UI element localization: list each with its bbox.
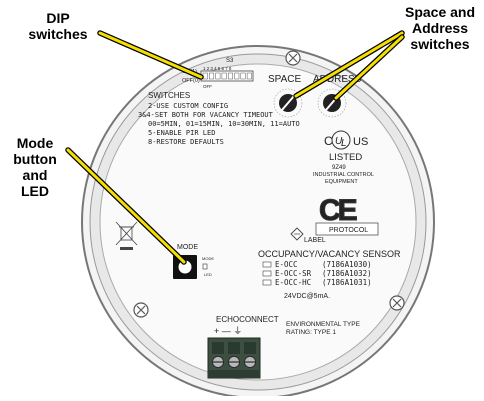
- dip-numbers: 12345678: [203, 66, 233, 71]
- protocol-box: [290, 222, 379, 241]
- ul-listed-mark: U L: [331, 130, 351, 150]
- listed-text: LISTED: [329, 152, 362, 163]
- mode-led: [202, 263, 208, 270]
- config-line: 00=5MIN, 01=15MIN, 10=30MIN, 11=AUTO: [148, 120, 300, 128]
- equipment-text: EQUIPMENT: [325, 179, 358, 185]
- label-text: LABEL: [304, 237, 326, 244]
- echoconnect-label: ECHOCONNECT: [216, 315, 279, 324]
- config-line: 3&4-SET BOTH FOR VACANCY TIMEOUT: [138, 111, 274, 119]
- config-line: 5-ENABLE PIR LED: [148, 129, 215, 137]
- model-checkbox: [262, 270, 272, 277]
- model-part: (7186A1032): [322, 269, 372, 278]
- sensor-title: OCCUPANCY/VACANCY SENSOR: [258, 249, 401, 259]
- callout-line: Mode: [16, 135, 54, 151]
- ce-mark: CE: [319, 194, 357, 227]
- led-small-label: LED: [204, 272, 212, 277]
- callout-space-address: Space and Address switches: [398, 4, 482, 52]
- switches-title: SWITCHES: [148, 91, 190, 100]
- callout-pointer-space: [293, 30, 405, 101]
- ul-us: US: [353, 136, 368, 148]
- protocol-text: PROTOCOL: [329, 227, 368, 234]
- callout-line: DIP: [46, 10, 70, 26]
- dip-switch-bank[interactable]: [200, 70, 254, 82]
- address-label: ADDRESS: [313, 74, 362, 85]
- dip-off-label: OFF(0): [182, 78, 200, 84]
- callout-line: switches: [410, 36, 470, 52]
- callout-line: Address: [411, 20, 469, 36]
- svg-text:L: L: [341, 138, 347, 149]
- callout-mode-button: Mode button and LED: [2, 135, 68, 199]
- screw-icon: [133, 302, 149, 318]
- model-part: (7186A1030): [322, 260, 372, 269]
- model-checkbox: [262, 261, 272, 268]
- model-name: E-OCC-HC: [275, 278, 311, 287]
- callout-pointer-mode: [65, 147, 187, 265]
- industrial-text: INDUSTRIAL CONTROL: [313, 172, 374, 178]
- config-line: 8-RESTORE DEFAULTS: [148, 138, 224, 146]
- mode-small-label: MODE: [202, 256, 214, 261]
- callout-pointer-dip: [97, 30, 204, 80]
- mode-title: MODE: [177, 244, 198, 251]
- space-label: SPACE: [268, 74, 301, 85]
- model-name: E-OCC-SR: [275, 269, 312, 278]
- callout-line: switches: [28, 26, 88, 42]
- screw-icon: [389, 295, 405, 311]
- power-rating: 24VDC@5mA.: [284, 293, 330, 300]
- callout-line: and: [22, 167, 48, 183]
- board-face: [99, 63, 417, 381]
- dip-off-small: OFF: [203, 84, 212, 89]
- env-type: ENVIRONMENTAL TYPE: [286, 321, 361, 328]
- config-line: 2-USE CUSTOM CONFIG: [148, 102, 228, 110]
- terminal-marks: + — ⏚: [214, 326, 242, 336]
- s3-label: S3: [226, 58, 234, 64]
- model-name: E-OCC: [275, 260, 298, 269]
- ul-c: C: [324, 134, 333, 148]
- terminal-block[interactable]: [207, 337, 261, 379]
- listing-code: 9Z49: [332, 165, 346, 171]
- rating-type: RATING: TYPE 1: [286, 329, 336, 336]
- weee-bin-icon: [115, 221, 138, 250]
- screw-icon: [285, 50, 301, 66]
- callout-dip-switches: DIP switches: [18, 10, 98, 42]
- mode-button[interactable]: [173, 255, 197, 279]
- model-checkbox: [262, 279, 272, 286]
- callout-line: button: [13, 151, 57, 167]
- callout-line: Space and: [404, 4, 476, 20]
- model-part: (7186A1031): [322, 278, 372, 287]
- svg-text:U: U: [335, 136, 343, 147]
- callout-line: LED: [21, 183, 49, 199]
